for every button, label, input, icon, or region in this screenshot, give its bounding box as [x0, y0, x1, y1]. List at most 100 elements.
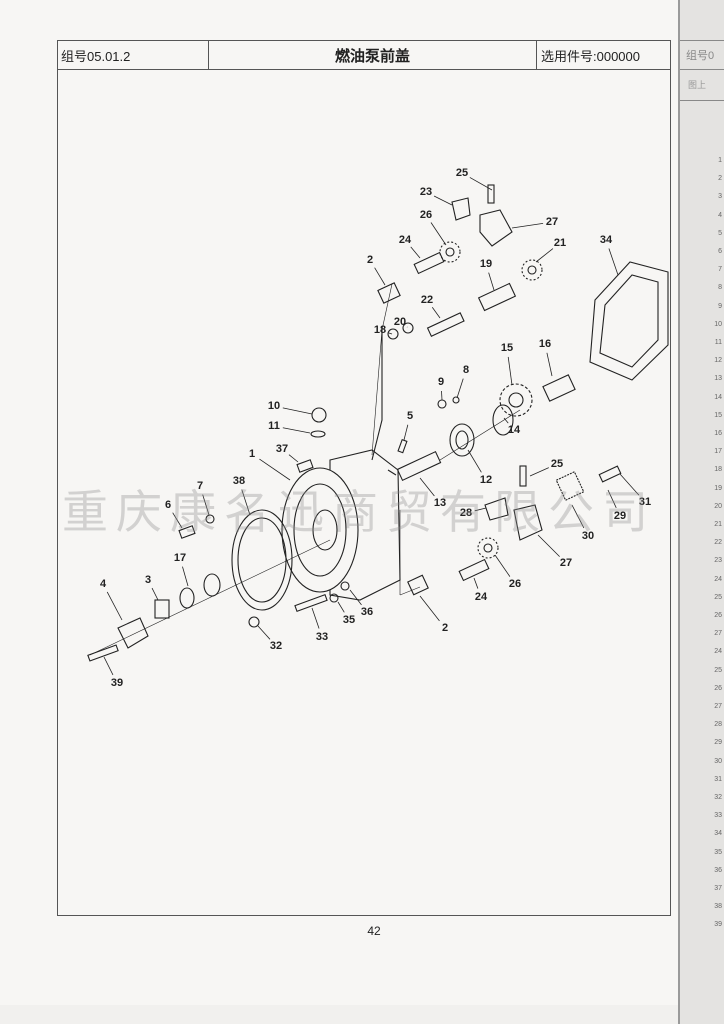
callout-label: 17: [173, 552, 187, 564]
callout-label: 2: [441, 622, 449, 634]
adjacent-page-row-number: 1: [718, 157, 722, 164]
adjacent-page-row-number: 36: [714, 866, 722, 874]
leader-line: [431, 307, 441, 319]
adjacent-page-row-number: 5: [718, 229, 722, 237]
leader-line: [467, 449, 482, 473]
callout-label: 31: [638, 496, 652, 508]
callout-label: 16: [538, 338, 552, 350]
callout-label: 24: [398, 234, 412, 246]
callout-label: 11: [268, 420, 280, 432]
adjacent-page-row-number: 35: [714, 848, 722, 856]
callout-label: 33: [315, 631, 329, 643]
adjacent-page-row-number: 22: [714, 539, 722, 547]
adjacent-page-row-number: 6: [718, 248, 722, 255]
adjacent-page-row-number: 33: [714, 812, 722, 820]
leader-line: [388, 332, 393, 335]
gasket: [231, 509, 293, 611]
adjacent-page-row-number: 19: [714, 484, 722, 492]
adjacent-page-row-number: 23: [714, 557, 722, 565]
callout-label: 7: [196, 480, 204, 492]
callout-label: 20: [393, 316, 407, 328]
leader-line: [288, 454, 299, 463]
callout-label: 29: [613, 510, 627, 522]
adjacent-page-row-number: 34: [714, 830, 722, 838]
leader-line: [433, 195, 453, 206]
leader-line: [349, 589, 362, 606]
leader-line: [337, 601, 345, 613]
callout-label: 18: [373, 324, 387, 336]
leader-line: [571, 504, 585, 529]
adjacent-page-row-number: 26: [714, 612, 722, 619]
callout-label: 14: [507, 424, 521, 436]
adjacent-page-row-number: 17: [714, 448, 722, 456]
leader-line: [403, 424, 409, 441]
callout-label: 26: [419, 209, 433, 221]
leader-line: [546, 352, 553, 377]
adjacent-page-row-number: 25: [714, 666, 722, 674]
adjacent-page-row-number: 37: [714, 885, 722, 892]
callout-label: 32: [269, 640, 283, 652]
adjacent-page-row-number: 24: [714, 575, 722, 583]
leader-line: [619, 473, 640, 496]
callout-label: 6: [164, 499, 172, 511]
leader-line: [469, 177, 493, 191]
document-page: 组号05.01.2 燃油泵前盖 选用件号:000000: [57, 40, 671, 938]
callout-label: 4: [99, 578, 107, 590]
leader-line: [441, 390, 443, 401]
callout-label: 24: [474, 591, 488, 603]
leader-line: [419, 595, 440, 622]
callout-label: 8: [462, 364, 470, 376]
leader-line: [608, 248, 619, 276]
adjacent-page-row-number: 30: [714, 757, 722, 765]
callout-label: 35: [342, 614, 356, 626]
callout-label: 1: [248, 448, 256, 460]
center-lines: [89, 283, 521, 656]
callout-label: 9: [437, 376, 445, 388]
callout-label: 25: [550, 458, 564, 470]
adjacent-page-row-number: 29: [714, 739, 722, 747]
adjacent-page-row-number: 14: [714, 393, 722, 401]
part-number: 选用件号:000000: [541, 48, 640, 64]
adjacent-page-row-number: 18: [714, 466, 722, 474]
leader-line: [410, 246, 421, 259]
leader-line: [419, 477, 435, 497]
rear-gasket: [589, 261, 669, 381]
adjacent-page-row-number: 25: [714, 593, 722, 601]
callout-label: 21: [553, 237, 567, 249]
leader-line: [529, 467, 549, 477]
leader-line: [282, 427, 311, 434]
callout-label: 30: [581, 530, 595, 542]
callout-label: 13: [433, 497, 447, 509]
exploded-parts-diagram: [87, 177, 669, 676]
adjacent-page-row-number: 11: [714, 339, 722, 346]
leader-line: [488, 272, 495, 291]
gear: [439, 241, 543, 559]
leader-line: [474, 507, 487, 512]
adjacent-page-row-number: 10: [714, 320, 722, 328]
leader-line: [430, 222, 447, 246]
leader-line: [507, 356, 513, 386]
watermark: 重庆康名迅商贸有限公司: [62, 485, 656, 539]
callout-label: 38: [232, 475, 246, 487]
adjacent-page-row-number: 12: [714, 357, 722, 365]
adjacent-page-subheader: 图上: [680, 78, 724, 101]
callout-label: 25: [455, 167, 469, 179]
leader-line: [535, 248, 554, 263]
callout-label: 27: [545, 216, 559, 228]
adjacent-page-row-number: 13: [714, 375, 722, 383]
adjacent-page-row-number: 26: [714, 684, 722, 692]
callout-label: 15: [500, 342, 514, 354]
adjacent-page-row-number: 21: [714, 521, 722, 528]
leader-line: [537, 534, 560, 557]
callout-label: 28: [459, 507, 473, 519]
leader-line: [503, 417, 509, 424]
leader-line: [151, 587, 159, 601]
adjacent-page-row-number: 20: [714, 502, 722, 510]
callout-label: 10: [267, 400, 281, 412]
callout-label: 27: [559, 557, 573, 569]
callout-label: 19: [479, 258, 493, 270]
adjacent-page-row-number: 31: [714, 775, 722, 783]
leader-line: [259, 458, 291, 481]
front-cover-housing: [281, 330, 401, 601]
